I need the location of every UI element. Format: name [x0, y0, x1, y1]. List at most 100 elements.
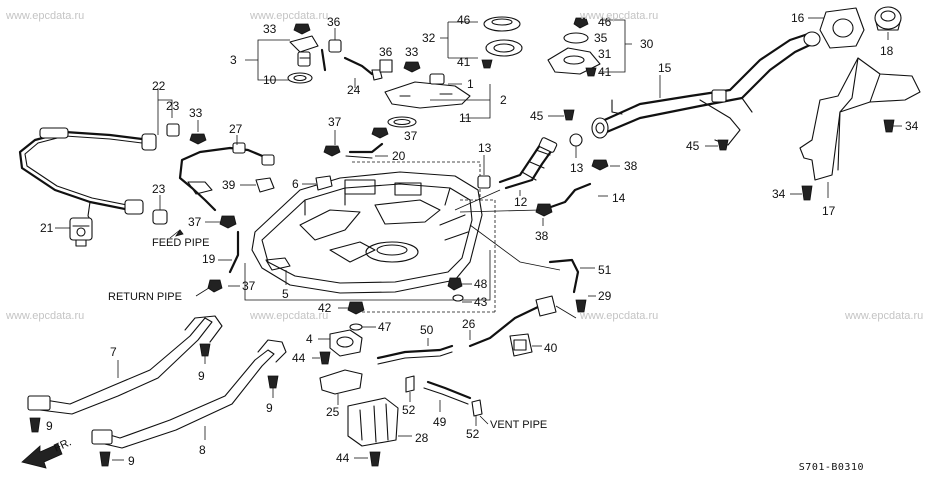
callout-9: 9	[198, 369, 205, 383]
bolt-41[interactable]	[481, 59, 493, 69]
fuel-tank[interactable]	[251, 171, 483, 294]
washer-43[interactable]	[452, 294, 464, 302]
return-pipe-caption: RETURN PIPE	[108, 291, 182, 303]
hose-24[interactable]	[343, 56, 374, 76]
filter-21[interactable]	[69, 217, 93, 247]
bolt-9[interactable]	[267, 375, 279, 389]
grommet-37[interactable]	[207, 279, 223, 293]
grommet-48[interactable]	[447, 277, 463, 291]
washer-47[interactable]	[349, 323, 363, 331]
protector-28[interactable]	[347, 397, 399, 447]
canister-4[interactable]	[329, 329, 363, 357]
splash-shield-17[interactable]	[799, 57, 921, 181]
callout-26: 26	[462, 317, 476, 331]
watermark: www.epcdata.ru	[580, 10, 659, 22]
hose-51[interactable]	[548, 258, 580, 294]
callout-41: 41	[457, 55, 471, 69]
bolt-44[interactable]	[369, 451, 381, 467]
callout-42: 42	[318, 301, 332, 315]
tank-strap-7[interactable]	[27, 315, 223, 415]
callout-50: 50	[420, 323, 434, 337]
callout-14: 14	[612, 191, 626, 205]
tank-strap-8[interactable]	[91, 339, 287, 449]
feed-pipe[interactable]	[18, 127, 157, 223]
filler-base-16[interactable]	[819, 7, 865, 49]
bolt-9[interactable]	[199, 343, 211, 357]
bolt-29[interactable]	[575, 299, 587, 313]
clip-34[interactable]	[801, 185, 813, 201]
callout-38: 38	[624, 159, 638, 173]
clip-52[interactable]	[471, 399, 483, 417]
grommet-37[interactable]	[371, 127, 389, 139]
hose-14[interactable]	[546, 182, 592, 210]
callout-19: 19	[202, 252, 216, 266]
callout-1: 1	[467, 77, 474, 91]
hose-19[interactable]	[228, 230, 240, 274]
bolt-9[interactable]	[99, 451, 111, 467]
callout-37: 37	[404, 129, 418, 143]
bracket-25[interactable]	[319, 369, 363, 395]
callout-9: 9	[46, 419, 53, 433]
nut-42[interactable]	[347, 301, 365, 315]
callout-12: 12	[514, 195, 528, 209]
clamp-13[interactable]	[477, 175, 491, 189]
callout-15: 15	[658, 61, 672, 75]
watermark: www.epcdata.ru	[6, 10, 85, 22]
callout-41: 41	[598, 65, 612, 79]
cap-ring-32[interactable]	[483, 16, 523, 57]
clip-6[interactable]	[315, 175, 333, 191]
grommet-37[interactable]	[219, 215, 237, 229]
callout-37: 37	[328, 115, 342, 129]
callout-30: 30	[640, 37, 654, 51]
diagram-code: S701-B0310	[798, 462, 864, 473]
tube-36[interactable]	[320, 48, 327, 72]
bolt-45[interactable]	[717, 139, 729, 151]
ring-10[interactable]	[287, 72, 313, 84]
callout-44: 44	[336, 451, 350, 465]
canister-40[interactable]	[509, 333, 533, 357]
fuel-pump-plate[interactable]	[384, 73, 471, 109]
fuel-cap-18[interactable]	[874, 6, 902, 31]
bolt-44[interactable]	[319, 351, 331, 365]
grommet-37[interactable]	[323, 145, 341, 157]
callout-27: 27	[229, 122, 243, 136]
callout-39: 39	[222, 178, 236, 192]
hose-20[interactable]	[348, 142, 384, 154]
filler-neck-15[interactable]	[591, 31, 821, 146]
bolt-9[interactable]	[29, 417, 41, 433]
grommet-38[interactable]	[591, 159, 609, 171]
nut-33[interactable]	[293, 23, 311, 35]
clip-23[interactable]	[152, 123, 180, 225]
gasket-11[interactable]	[387, 116, 417, 128]
callout-38: 38	[535, 229, 549, 243]
callout-45: 45	[686, 139, 700, 153]
nut-46[interactable]	[573, 17, 589, 29]
pump-seal-30[interactable]	[547, 32, 601, 75]
nut-33[interactable]	[189, 133, 207, 145]
front-arrow-icon	[21, 443, 63, 469]
hose-50[interactable]	[376, 344, 454, 360]
sender-unit-3[interactable]	[289, 35, 319, 67]
callout-29: 29	[598, 289, 612, 303]
callout-2: 2	[500, 93, 507, 107]
callout-16: 16	[791, 11, 805, 25]
clip-34[interactable]	[883, 119, 895, 133]
return-pipe[interactable]	[178, 142, 275, 212]
grommet-38[interactable]	[535, 203, 553, 217]
callout-45: 45	[530, 109, 544, 123]
clip-39[interactable]	[255, 177, 275, 193]
clip-52[interactable]	[405, 375, 415, 393]
bolt-45[interactable]	[563, 109, 575, 121]
vent-pipe-26[interactable]	[468, 304, 542, 348]
clamp-13[interactable]	[569, 133, 583, 147]
clamp-36[interactable]	[379, 59, 393, 73]
hose-49[interactable]	[426, 380, 472, 400]
callout-18: 18	[880, 44, 894, 58]
callout-44: 44	[292, 351, 306, 365]
nut-33[interactable]	[403, 61, 421, 73]
hose-12[interactable]	[498, 137, 558, 190]
clamp-36[interactable]	[328, 39, 342, 53]
bolt-41[interactable]	[585, 67, 597, 77]
front-caption: FR.	[52, 436, 73, 454]
